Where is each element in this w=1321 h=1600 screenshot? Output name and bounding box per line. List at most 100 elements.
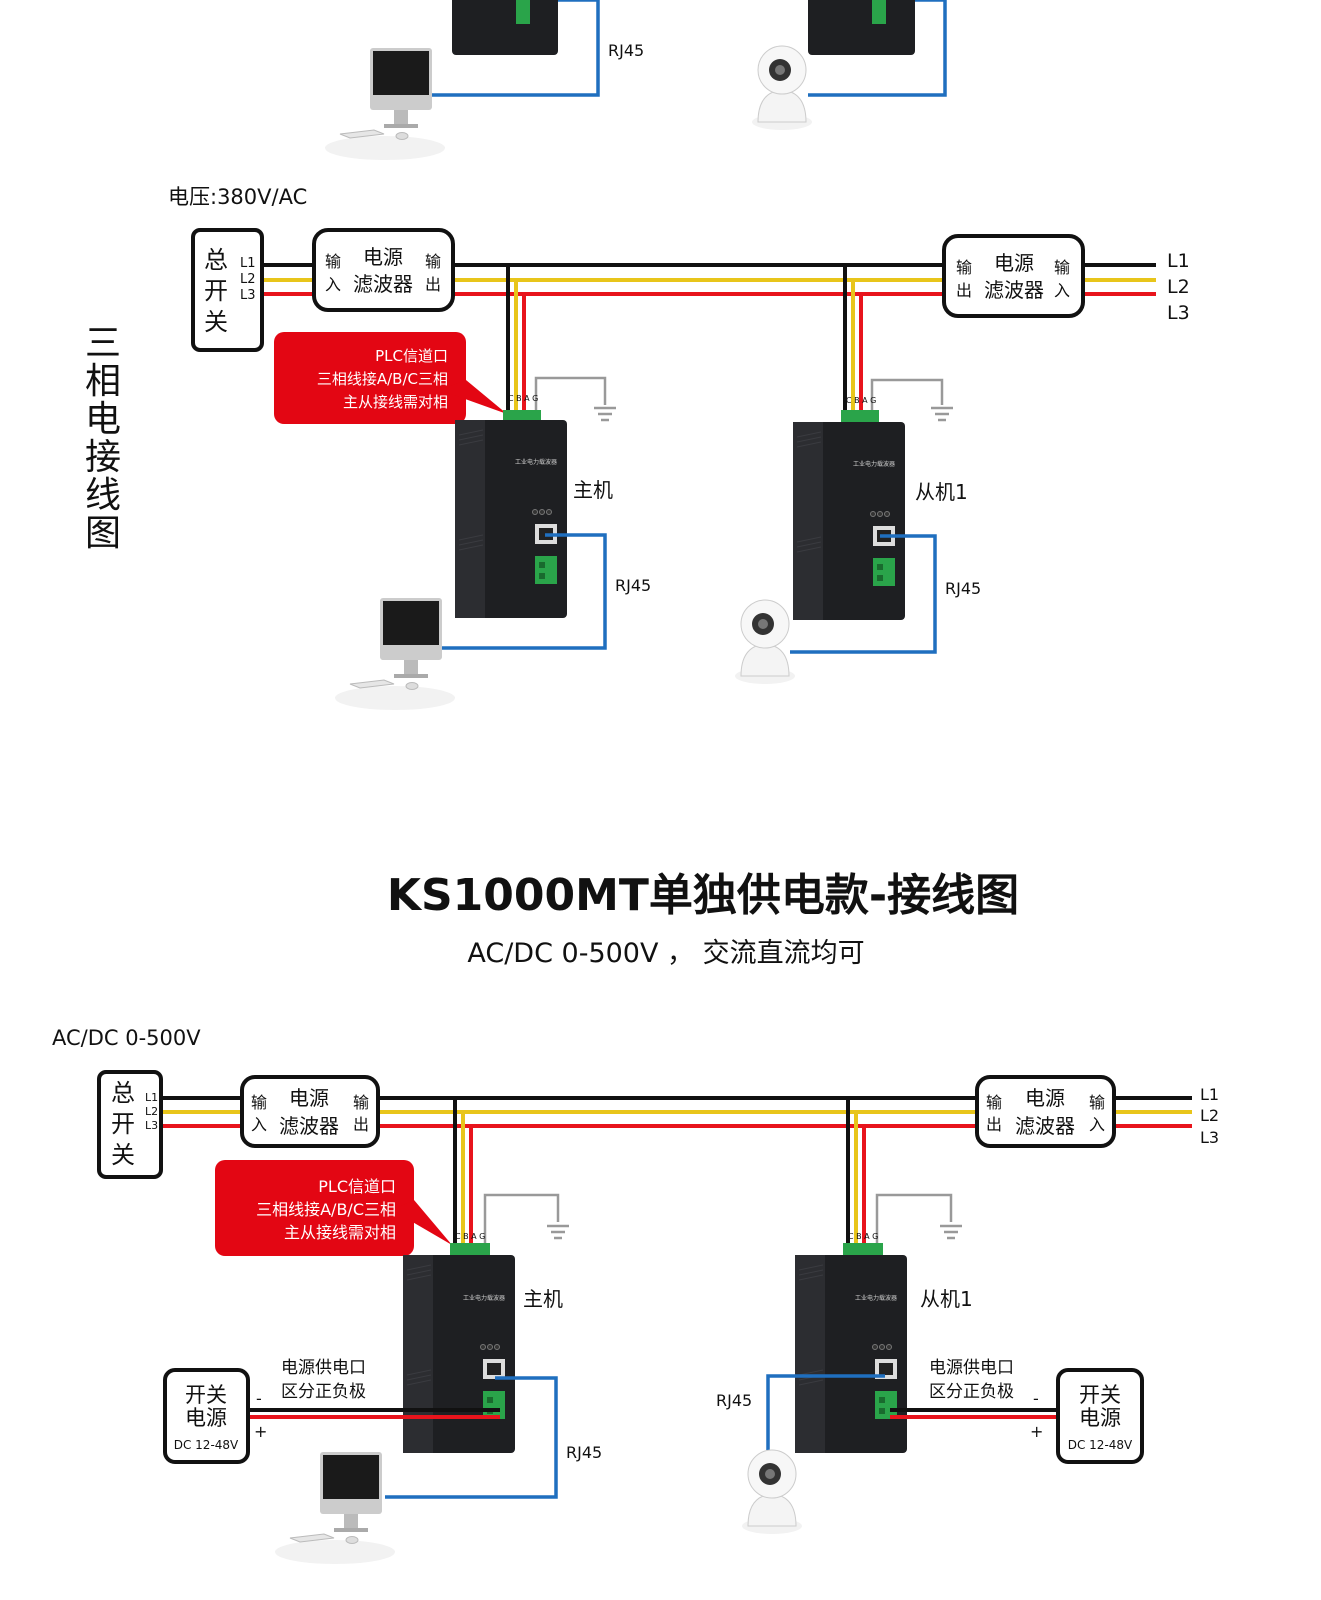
svg-text:出: 出: [986, 1115, 1002, 1134]
svg-text:滤波器: 滤波器: [353, 272, 413, 296]
section-title: KS1000MT单独供电款-接线图: [387, 870, 1019, 921]
svg-text:RJ45: RJ45: [566, 1443, 602, 1462]
master-label: 主机: [573, 478, 613, 502]
svg-text:出: 出: [425, 275, 441, 294]
svg-text:PLC信道口: PLC信道口: [318, 1177, 396, 1196]
svg-text:开: 开: [111, 1110, 135, 1138]
svg-text:工业电力载波器: 工业电力载波器: [855, 1294, 897, 1302]
svg-text:C B A G: C B A G: [846, 396, 876, 405]
ground-icon: [938, 1224, 964, 1240]
svg-text:电源: 电源: [1079, 1406, 1121, 1430]
ethernet-cable: [440, 533, 607, 650]
svg-text:RJ45: RJ45: [716, 1391, 752, 1410]
svg-text:电源: 电源: [994, 251, 1034, 275]
svg-text:入: 入: [325, 275, 341, 294]
svg-text:开: 开: [204, 277, 228, 305]
side-title-char: 电: [85, 399, 121, 440]
slave-label: 从机1: [915, 480, 968, 504]
power-filter-right: [942, 234, 1085, 318]
svg-text:L1: L1: [240, 256, 256, 271]
side-title-char: 线: [85, 475, 121, 516]
svg-text:L3: L3: [240, 288, 256, 303]
computer-icon: [334, 597, 456, 711]
svg-text:L2: L2: [240, 272, 256, 287]
svg-text:PLC信道口: PLC信道口: [375, 347, 448, 365]
svg-text:L2: L2: [1167, 276, 1190, 298]
side-title-char: 三: [85, 323, 121, 364]
svg-text:滤波器: 滤波器: [279, 1114, 339, 1138]
svg-text:总: 总: [204, 246, 228, 274]
svg-text:L1: L1: [1200, 1085, 1219, 1104]
svg-text:输: 输: [353, 1093, 369, 1112]
svg-text:滤波器: 滤波器: [1015, 1114, 1075, 1138]
section-subtitle: AC/DC 0-500V ， 交流直流均可: [467, 938, 864, 969]
master-label: 主机: [523, 1287, 563, 1311]
svg-text:电源: 电源: [363, 245, 403, 269]
svg-text:C B A G: C B A G: [508, 394, 538, 403]
svg-text:关: 关: [204, 308, 228, 336]
top-partial-section: RJ45: [324, 0, 947, 161]
svg-text:区分正负极: 区分正负极: [281, 1382, 366, 1402]
svg-text:RJ45: RJ45: [945, 579, 981, 598]
side-title-char: 图: [85, 513, 121, 554]
svg-text:电源供电口: 电源供电口: [281, 1358, 366, 1378]
svg-text:工业电力载波器: 工业电力载波器: [463, 1294, 505, 1302]
ethernet-cable: [385, 1376, 558, 1499]
svg-text:总: 总: [111, 1079, 135, 1107]
computer-icon: [274, 1451, 396, 1565]
svg-text:输: 输: [986, 1093, 1002, 1112]
svg-text:电源: 电源: [289, 1086, 329, 1110]
svg-text:C B A G: C B A G: [848, 1232, 878, 1241]
svg-text:L3: L3: [1200, 1128, 1219, 1147]
svg-text:入: 入: [251, 1115, 267, 1134]
svg-text:开关: 开关: [1079, 1383, 1121, 1407]
svg-text:入: 入: [1054, 281, 1070, 300]
svg-text:滤波器: 滤波器: [984, 278, 1044, 302]
svg-text:-: -: [1033, 1389, 1039, 1408]
ethernet-cable: [808, 0, 947, 97]
voltage-label: AC/DC 0-500V: [52, 1026, 201, 1050]
master-device: [454, 419, 568, 619]
svg-text:输: 输: [325, 252, 341, 271]
svg-text:电源: 电源: [1025, 1086, 1065, 1110]
svg-text:L3: L3: [145, 1119, 158, 1132]
svg-text:主从接线需对相: 主从接线需对相: [343, 393, 448, 411]
svg-text:电源: 电源: [185, 1406, 227, 1430]
camera-icon: [734, 599, 796, 685]
svg-text:工业电力载波器: 工业电力载波器: [515, 458, 557, 466]
separate-power-section: KS1000MT单独供电款-接线图 AC/DC 0-500V ， 交流直流均可 …: [52, 870, 1219, 1565]
svg-text:电源供电口: 电源供电口: [929, 1358, 1014, 1378]
svg-text:关: 关: [111, 1141, 135, 1169]
svg-text:主从接线需对相: 主从接线需对相: [284, 1223, 396, 1242]
svg-text:出: 出: [956, 281, 972, 300]
svg-text:C B A G: C B A G: [455, 1232, 485, 1241]
svg-text:出: 出: [353, 1115, 369, 1134]
ethernet-cable: [790, 534, 937, 654]
master-device: [402, 1254, 516, 1454]
svg-text:输: 输: [956, 258, 972, 277]
svg-text:输: 输: [425, 252, 441, 271]
svg-text:L2: L2: [145, 1105, 158, 1118]
ground-icon: [545, 1224, 571, 1240]
slave-device: [794, 1254, 908, 1454]
side-title-char: 接: [85, 437, 121, 478]
svg-text:DC 12-48V: DC 12-48V: [174, 1438, 239, 1452]
svg-text:L1: L1: [145, 1091, 158, 1104]
camera-icon: [751, 45, 813, 131]
ground-icon: [592, 406, 618, 422]
svg-text:区分正负极: 区分正负极: [929, 1382, 1014, 1402]
svg-text:L3: L3: [1167, 302, 1190, 324]
slave-device-partial: [808, 0, 915, 55]
svg-text:输: 输: [1054, 258, 1070, 277]
svg-text:L2: L2: [1200, 1106, 1219, 1125]
computer-icon: [324, 47, 446, 161]
svg-text:+: +: [1030, 1422, 1043, 1441]
power-filter-right: [975, 1075, 1116, 1148]
side-title-char: 相: [85, 361, 121, 402]
switching-power-supply-left: [163, 1368, 250, 1464]
svg-text:三相线接A/B/C三相: 三相线接A/B/C三相: [256, 1200, 396, 1219]
ethernet-cable: [766, 1374, 885, 1450]
